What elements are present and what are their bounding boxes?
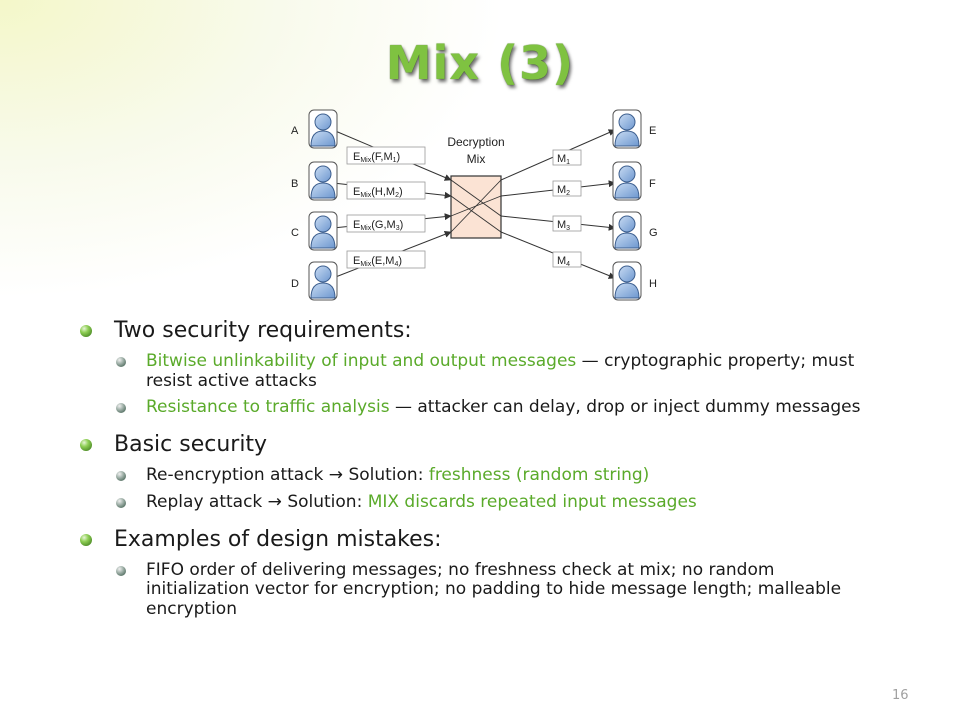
re-encryption-text: Re-encryption attack → Solution: — [146, 465, 429, 486]
user-icon — [308, 161, 338, 201]
bullet-requirements: Two security requirements: — [80, 318, 880, 344]
input-message-2: EMix(H,M2) — [346, 181, 426, 200]
input-message-4: EMix(E,M4) — [346, 250, 426, 269]
bullet-re-encryption: Re-encryption attack → Solution: freshne… — [80, 466, 880, 486]
bullet-replay: Replay attack → Solution: MIX discards r… — [80, 491, 880, 513]
svg-text:EMix(G,M3): EMix(G,M3) — [353, 219, 403, 232]
user-icon — [308, 211, 338, 251]
mistakes-list-text: FIFO order of delivering messages; no fr… — [146, 559, 842, 619]
sub-bullet-icon — [116, 471, 126, 482]
replay-highlight: MIX discards repeated input messages — [367, 491, 697, 512]
user-icon — [308, 261, 338, 301]
slide-body: Two security requirements: Bitwise unlin… — [80, 318, 880, 627]
sender-label-b: B — [291, 178, 298, 190]
receiver-label-f: F — [649, 178, 656, 190]
user-icon — [612, 109, 642, 149]
bullet-icon — [80, 325, 92, 337]
svg-text:EMix(E,M4): EMix(E,M4) — [353, 255, 402, 268]
sub-bullet-icon — [116, 403, 126, 414]
mix-label-top: Decryption — [447, 135, 504, 149]
svg-text:EMix(F,M1): EMix(F,M1) — [353, 151, 400, 164]
user-icon — [612, 161, 642, 201]
traffic-analysis-text: — attacker can delay, drop or inject dum… — [389, 397, 861, 418]
user-icon — [612, 261, 642, 301]
receiver-label-e: E — [649, 125, 656, 137]
receiver-label-h: H — [649, 278, 657, 290]
bullet-mistakes-list: FIFO order of delivering messages; no fr… — [80, 559, 880, 620]
sender-label-d: D — [291, 278, 299, 290]
sub-bullet-icon — [116, 565, 126, 576]
user-icon — [308, 109, 338, 149]
mix-cross-1 — [450, 179, 502, 217]
svg-text:M2: M2 — [557, 184, 570, 197]
receiver-label-g: G — [649, 227, 658, 239]
output-message-3: M3 — [552, 215, 582, 232]
svg-text:EMix(H,M2): EMix(H,M2) — [353, 186, 403, 199]
user-icon — [612, 211, 642, 251]
bullet-basic-security-text: Basic security — [114, 432, 268, 458]
sender-label-c: C — [291, 227, 299, 239]
output-message-1: M1 — [552, 149, 582, 166]
page-number: 16 — [892, 688, 909, 703]
replay-text: Replay attack → Solution: — [146, 491, 368, 512]
bullet-requirements-text: Two security requirements: — [114, 318, 412, 343]
bullet-icon — [80, 439, 92, 452]
unlinkability-text: — cryptographic property; must resist ac… — [146, 351, 855, 391]
mix-diagram: Decryption Mix EMix(F,M1) EMix(H,M2) EMi… — [291, 109, 658, 301]
bullet-unlinkability: Bitwise unlinkability of input and outpu… — [80, 352, 880, 391]
slide-title: Mix (3) — [385, 36, 575, 90]
unlinkability-highlight: Bitwise unlinkability of input and outpu… — [146, 351, 577, 372]
bullet-basic-security: Basic security — [80, 432, 880, 458]
bullet-icon — [80, 533, 92, 546]
bullet-design-mistakes: Examples of design mistakes: — [80, 527, 880, 553]
bullet-design-mistakes-text: Examples of design mistakes: — [114, 526, 442, 552]
mix-cross-2 — [450, 195, 502, 233]
output-message-4: M4 — [552, 251, 582, 268]
svg-text:M3: M3 — [557, 219, 570, 232]
output-message-2: M2 — [552, 180, 582, 197]
svg-text:M4: M4 — [557, 255, 570, 268]
sub-bullet-icon — [116, 497, 126, 508]
mix-cross-4 — [450, 179, 502, 233]
svg-text:M1: M1 — [557, 153, 570, 166]
mix-label-bottom: Mix — [467, 152, 486, 166]
input-message-1: EMix(F,M1) — [346, 146, 426, 165]
input-message-3: EMix(G,M3) — [346, 214, 426, 233]
sub-bullet-icon — [116, 357, 126, 368]
traffic-analysis-highlight: Resistance to traffic analysis — [146, 397, 390, 418]
bullet-traffic-analysis: Resistance to traffic analysis — attacke… — [80, 398, 880, 418]
sender-label-a: A — [291, 125, 299, 137]
re-encryption-highlight: freshness (random string) — [428, 465, 650, 486]
